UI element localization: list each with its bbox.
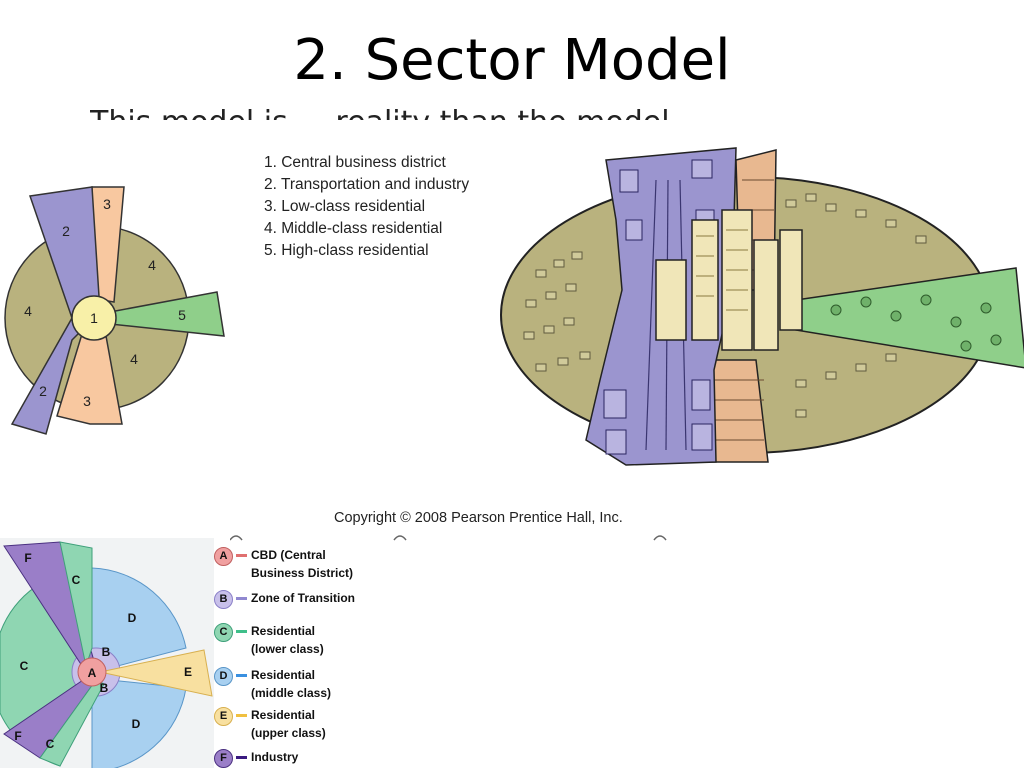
svg-text:E: E <box>184 665 192 679</box>
sector-label: 1 <box>90 310 98 326</box>
sector-label: 2 <box>39 383 47 399</box>
badge-a: A <box>214 547 233 566</box>
svg-text:A: A <box>88 666 97 680</box>
legend-item: 2. Transportation and industry <box>264 176 470 193</box>
legend-row-e: E Residential(upper class) <box>214 706 326 742</box>
badge-f: F <box>214 749 233 768</box>
badge-d: D <box>214 667 233 686</box>
sector-legend: 1. Central business district 2. Transpor… <box>264 152 469 262</box>
badge-b: B <box>214 590 233 609</box>
svg-text:C: C <box>20 659 29 673</box>
city-illustration <box>500 147 1024 466</box>
legend-item: 1. Central business district <box>264 154 446 171</box>
clipped-subtitle: This model is ... reality than the model… <box>90 106 790 121</box>
sector-label: 4 <box>148 257 156 273</box>
sector-label: 5 <box>178 307 186 323</box>
svg-text:D: D <box>132 717 141 731</box>
sector-label: 3 <box>103 196 111 212</box>
cropped-text-fragments <box>230 535 667 541</box>
svg-text:F: F <box>14 729 21 743</box>
svg-text:F: F <box>24 551 31 565</box>
sector-label: 3 <box>83 393 91 409</box>
sector-label: 2 <box>62 223 70 239</box>
legend-row-d: D Residential(middle class) <box>214 666 331 702</box>
legend-item: 5. High-class residential <box>264 242 429 259</box>
sector-diagram-lettered: A B B C C C D D E F F <box>0 538 214 768</box>
sector-label: 4 <box>130 351 138 367</box>
legend-row-c: C Residential(lower class) <box>214 622 324 658</box>
svg-text:D: D <box>128 611 137 625</box>
sector-label: 4 <box>24 303 32 319</box>
svg-text:C: C <box>46 737 55 751</box>
svg-text:B: B <box>102 645 111 659</box>
svg-text:B: B <box>100 681 109 695</box>
legend-row-b: B Zone of Transition <box>214 589 355 609</box>
legend-row-f: F Industry <box>214 748 298 768</box>
legend-item: 4. Middle-class residential <box>264 220 443 237</box>
legend-item: 3. Low-class residential <box>264 198 426 215</box>
badge-e: E <box>214 707 233 726</box>
sector-diagram-schematic: 1 2 2 3 3 4 4 4 5 <box>4 186 225 435</box>
badge-c: C <box>214 623 233 642</box>
slide-title: 2. Sector Model <box>293 28 731 93</box>
copyright-text: Copyright © 2008 Pearson Prentice Hall, … <box>334 510 623 526</box>
svg-text:C: C <box>72 573 81 587</box>
